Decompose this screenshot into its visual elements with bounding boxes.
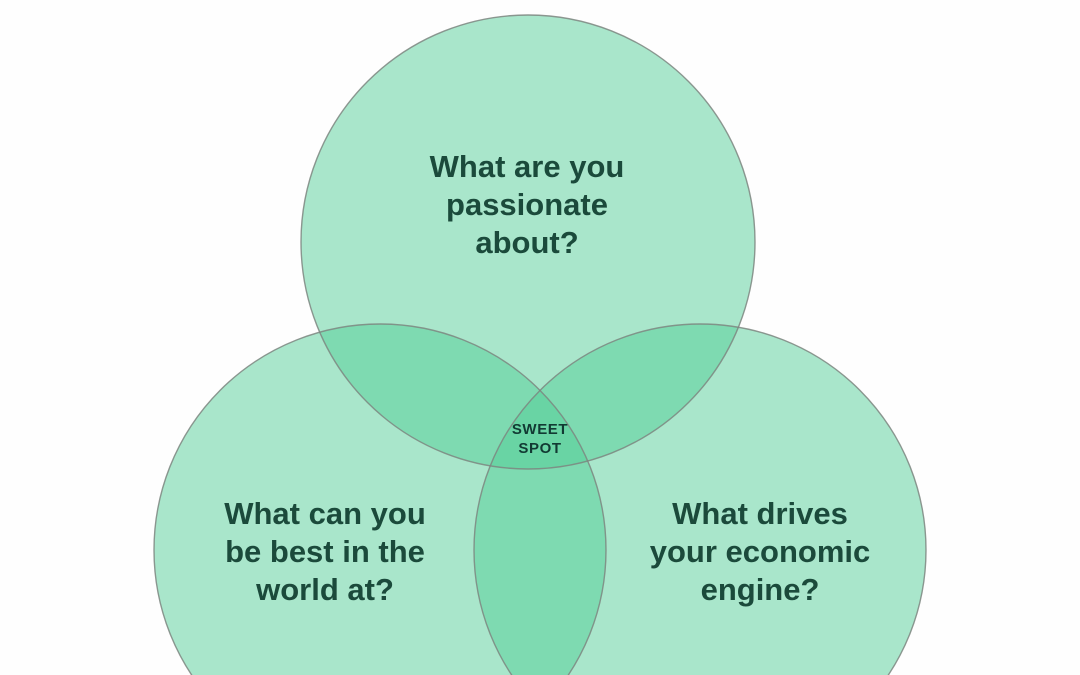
passion-label-line-1: What are you xyxy=(430,149,625,184)
passion-label-line-2: passionate xyxy=(446,187,608,222)
economic-engine-circle-outline xyxy=(473,323,927,675)
sweet-spot-label-line-2: SPOT xyxy=(518,440,561,457)
best-in-world-label: What can you be best in the world at? xyxy=(224,496,426,607)
passion-label-line-3: about? xyxy=(475,225,578,260)
best-in-world-label-line-1: What can you xyxy=(224,496,426,531)
best-in-world-label-line-3: world at? xyxy=(255,572,394,607)
passion-label: What are you passionate about? xyxy=(430,149,625,260)
economic-engine-label-line-1: What drives xyxy=(672,496,848,531)
passion-circle-outline xyxy=(300,14,756,470)
sweet-spot-label: SWEET SPOT xyxy=(512,421,568,457)
economic-engine-label-line-3: engine? xyxy=(701,572,820,607)
best-in-world-label-line-2: be best in the xyxy=(225,534,425,569)
economic-engine-label-line-2: your economic xyxy=(650,534,871,569)
circle-fills xyxy=(154,15,926,675)
sweet-spot-label-line-1: SWEET xyxy=(512,421,568,438)
economic-engine-circle xyxy=(474,324,926,675)
circle-outlines xyxy=(153,14,927,675)
best-in-world-circle-outline xyxy=(153,323,607,675)
economic-engine-label: What drives your economic engine? xyxy=(650,496,871,607)
